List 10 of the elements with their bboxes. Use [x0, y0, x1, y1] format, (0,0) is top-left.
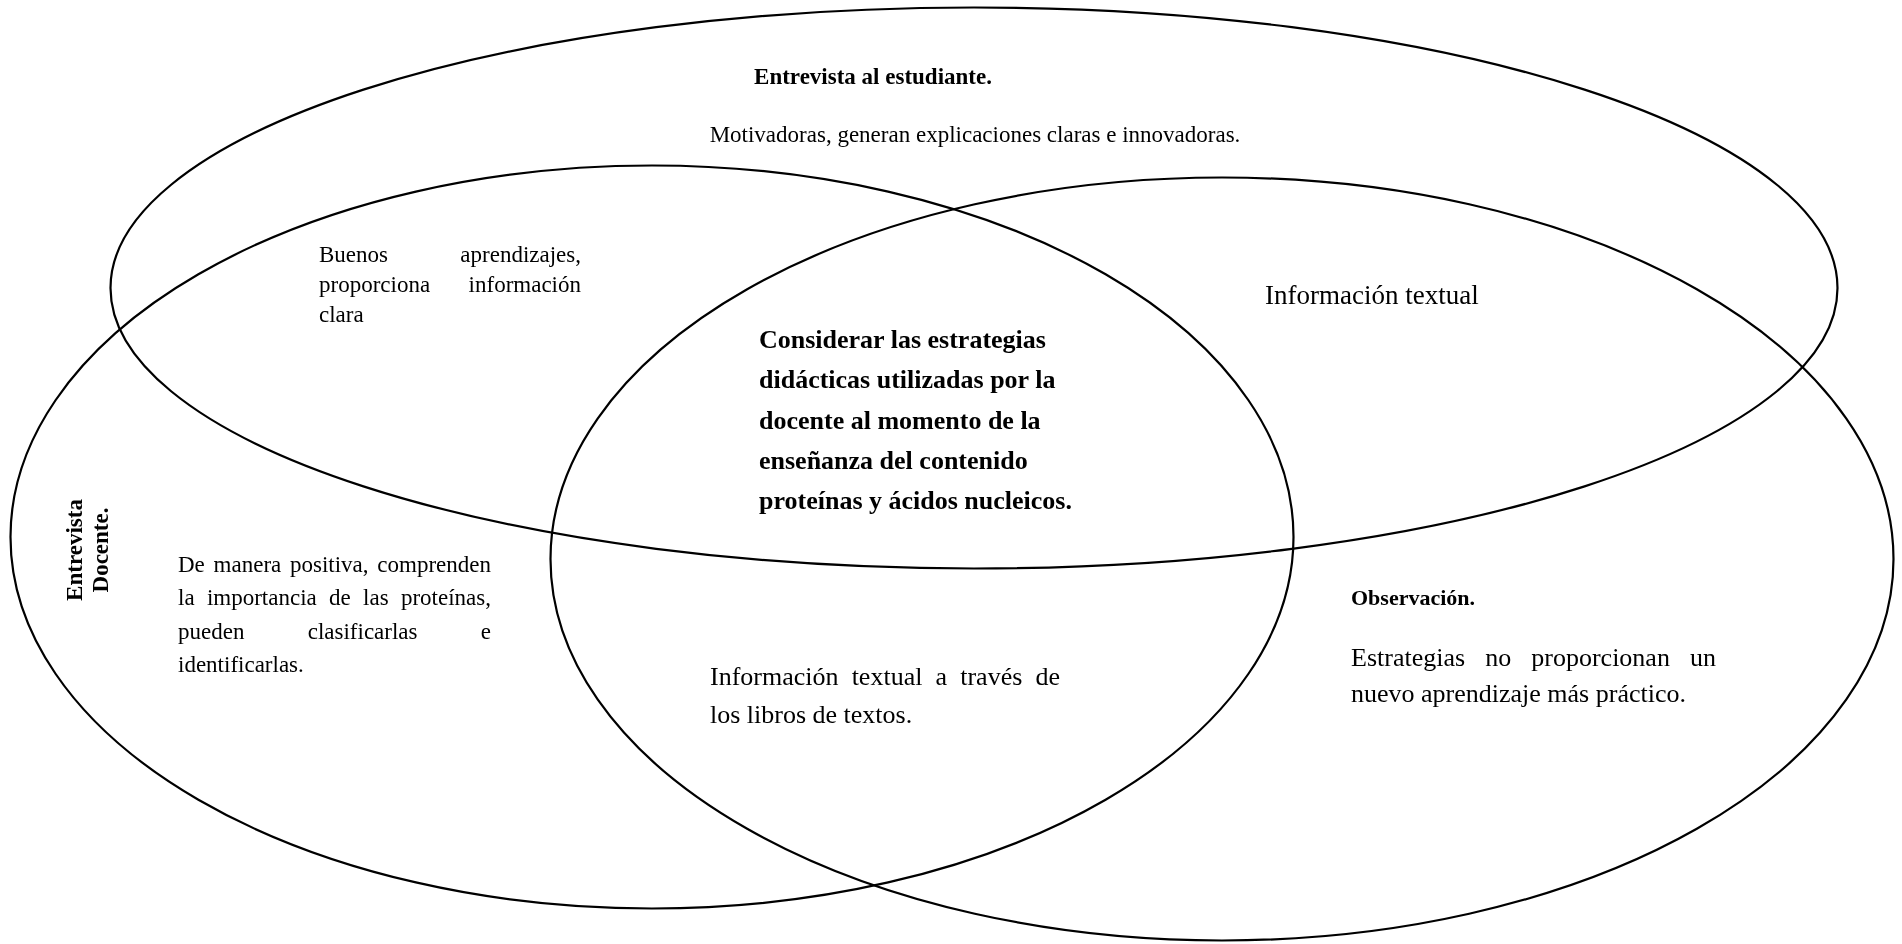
description-text: Estrategias no proporcionan un nuevo aprendizaje más práctico. — [1351, 642, 1716, 711]
section-heading: Entrevista al estudiante. — [753, 63, 993, 91]
description-text: De manera positiva, comprenden la importancia de las proteínas, pueden clasificarlas e identificarlas. — [178, 551, 491, 680]
section-heading: Entrevista Docente. — [62, 498, 115, 603]
central-statement: Considerar las estrategias didácticas utilizadas por la docente al momento de la enseñanza del contenido proteínas y ácidos nucleicos. — [759, 324, 1073, 518]
description-text: Motivadoras, generan explicaciones claras e innovadoras. — [708, 121, 1242, 149]
section-heading: Observación. — [1351, 584, 1477, 612]
overlap-text: Información textual a través de los libros de textos. — [710, 661, 1060, 731]
overlap-text: Información textual — [1265, 279, 1480, 312]
overlap-text: Buenos aprendizajes, proporciona información clara — [319, 241, 581, 329]
